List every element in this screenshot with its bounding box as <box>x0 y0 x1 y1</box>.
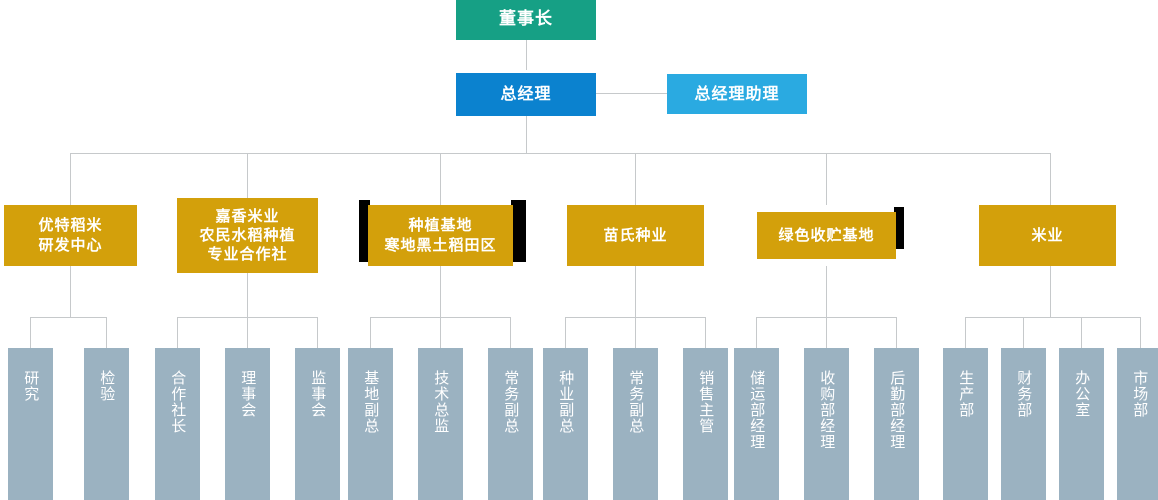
leaf-node-2[interactable]: 检验 <box>84 348 129 500</box>
node-division-6[interactable]: 米业 <box>979 205 1116 266</box>
node-division-4[interactable]: 苗氏种业 <box>567 205 704 266</box>
connector-group6-bus <box>965 317 1140 318</box>
connector-group6-leaf4 <box>1140 317 1141 348</box>
connector-group4-leaf3 <box>705 317 706 348</box>
connector-bus-drop-4 <box>635 153 636 205</box>
leaf-node-10[interactable]: 常务副总 <box>613 348 658 500</box>
connector-group6-leaf1 <box>965 317 966 348</box>
connector-group5-leaf3 <box>896 317 897 348</box>
leaf-node-4[interactable]: 理事会 <box>225 348 270 500</box>
connector-bus-drop-1 <box>70 153 71 205</box>
connector-bus-drop-6 <box>1050 153 1051 205</box>
connector-group4-leaf1 <box>565 317 566 348</box>
leaf-label-14: 后勤部经理 <box>888 370 907 450</box>
leaf-node-17[interactable]: 办公室 <box>1059 348 1104 500</box>
connector-group2-leaf3 <box>317 317 318 348</box>
leaf-label-2: 检验 <box>98 370 117 402</box>
connector-group1-leaf1 <box>30 317 31 348</box>
leaf-label-4: 理事会 <box>239 370 258 418</box>
connector-group6-stem <box>1050 266 1051 318</box>
leaf-label-7: 技术总监 <box>432 370 451 434</box>
leaf-label-3: 合作社长 <box>169 370 188 434</box>
flank-bar-right-division-3 <box>511 200 526 262</box>
leaf-node-5[interactable]: 监事会 <box>295 348 340 500</box>
connector-group3-leaf2 <box>440 317 441 348</box>
leaf-label-6: 基地副总 <box>362 370 381 434</box>
connector-group6-leaf3 <box>1081 317 1082 348</box>
connector-group5-leaf2 <box>826 317 827 348</box>
leaf-label-13: 收购部经理 <box>818 370 837 450</box>
node-gm-assistant[interactable]: 总经理助理 <box>667 74 807 114</box>
connector-group6-leaf2 <box>1023 317 1024 348</box>
node-division-1[interactable]: 优特稻米 研发中心 <box>4 205 137 266</box>
flank-bar-left-division-3 <box>359 200 370 262</box>
connector-bus-drop-3 <box>440 153 441 205</box>
leaf-node-7[interactable]: 技术总监 <box>418 348 463 500</box>
connector-group4-leaf2 <box>635 317 636 348</box>
connector-chairman-to-gm <box>526 40 527 70</box>
node-division-5[interactable]: 绿色收贮基地 <box>757 212 896 259</box>
node-chairman[interactable]: 董事长 <box>456 0 596 40</box>
leaf-label-11: 销售主管 <box>697 370 716 434</box>
leaf-label-12: 储运部经理 <box>748 370 767 450</box>
connector-group5-leaf1 <box>756 317 757 348</box>
connector-gm-to-assistant <box>596 93 667 94</box>
node-division-3[interactable]: 种植基地 寒地黑土稻田区 <box>368 205 513 266</box>
connector-group3-leaf3 <box>510 317 511 348</box>
leaf-label-15: 生产部 <box>957 370 976 418</box>
leaf-node-12[interactable]: 储运部经理 <box>734 348 779 500</box>
connector-group1-bus <box>30 317 106 318</box>
leaf-label-9: 种业副总 <box>557 370 576 434</box>
leaf-label-10: 常务副总 <box>627 370 646 434</box>
connector-bus-drop-5 <box>826 153 827 205</box>
leaf-label-8: 常务副总 <box>502 370 521 434</box>
connector-group4-stem <box>635 266 636 318</box>
leaf-node-13[interactable]: 收购部经理 <box>804 348 849 500</box>
leaf-node-18[interactable]: 市场部 <box>1117 348 1158 500</box>
connector-group1-stem <box>70 266 71 318</box>
connector-bus-drop-2 <box>247 153 248 198</box>
connector-group3-leaf1 <box>370 317 371 348</box>
leaf-node-11[interactable]: 销售主管 <box>683 348 728 500</box>
flank-bar-right-division-5 <box>894 207 904 249</box>
leaf-label-17: 办公室 <box>1073 370 1092 418</box>
leaf-label-1: 研究 <box>22 370 41 402</box>
leaf-node-3[interactable]: 合作社长 <box>155 348 200 500</box>
connector-group2-leaf1 <box>177 317 178 348</box>
leaf-node-8[interactable]: 常务副总 <box>488 348 533 500</box>
leaf-label-16: 财务部 <box>1015 370 1034 418</box>
leaf-label-5: 监事会 <box>309 370 328 418</box>
leaf-node-9[interactable]: 种业副总 <box>543 348 588 500</box>
leaf-node-15[interactable]: 生产部 <box>943 348 988 500</box>
node-general-manager[interactable]: 总经理 <box>456 73 596 116</box>
connector-main-bus <box>70 153 1051 154</box>
connector-group2-leaf2 <box>247 317 248 348</box>
leaf-node-16[interactable]: 财务部 <box>1001 348 1046 500</box>
leaf-label-18: 市场部 <box>1131 370 1150 418</box>
leaf-node-6[interactable]: 基地副总 <box>348 348 393 500</box>
connector-group1-leaf2 <box>106 317 107 348</box>
leaf-node-1[interactable]: 研究 <box>8 348 53 500</box>
connector-gm-to-bus <box>526 116 527 154</box>
leaf-node-14[interactable]: 后勤部经理 <box>874 348 919 500</box>
connector-group5-stem <box>826 266 827 318</box>
node-division-2[interactable]: 嘉香米业 农民水稻种植 专业合作社 <box>177 198 318 273</box>
connector-group2-stem <box>247 273 248 318</box>
connector-group3-stem <box>440 266 441 318</box>
